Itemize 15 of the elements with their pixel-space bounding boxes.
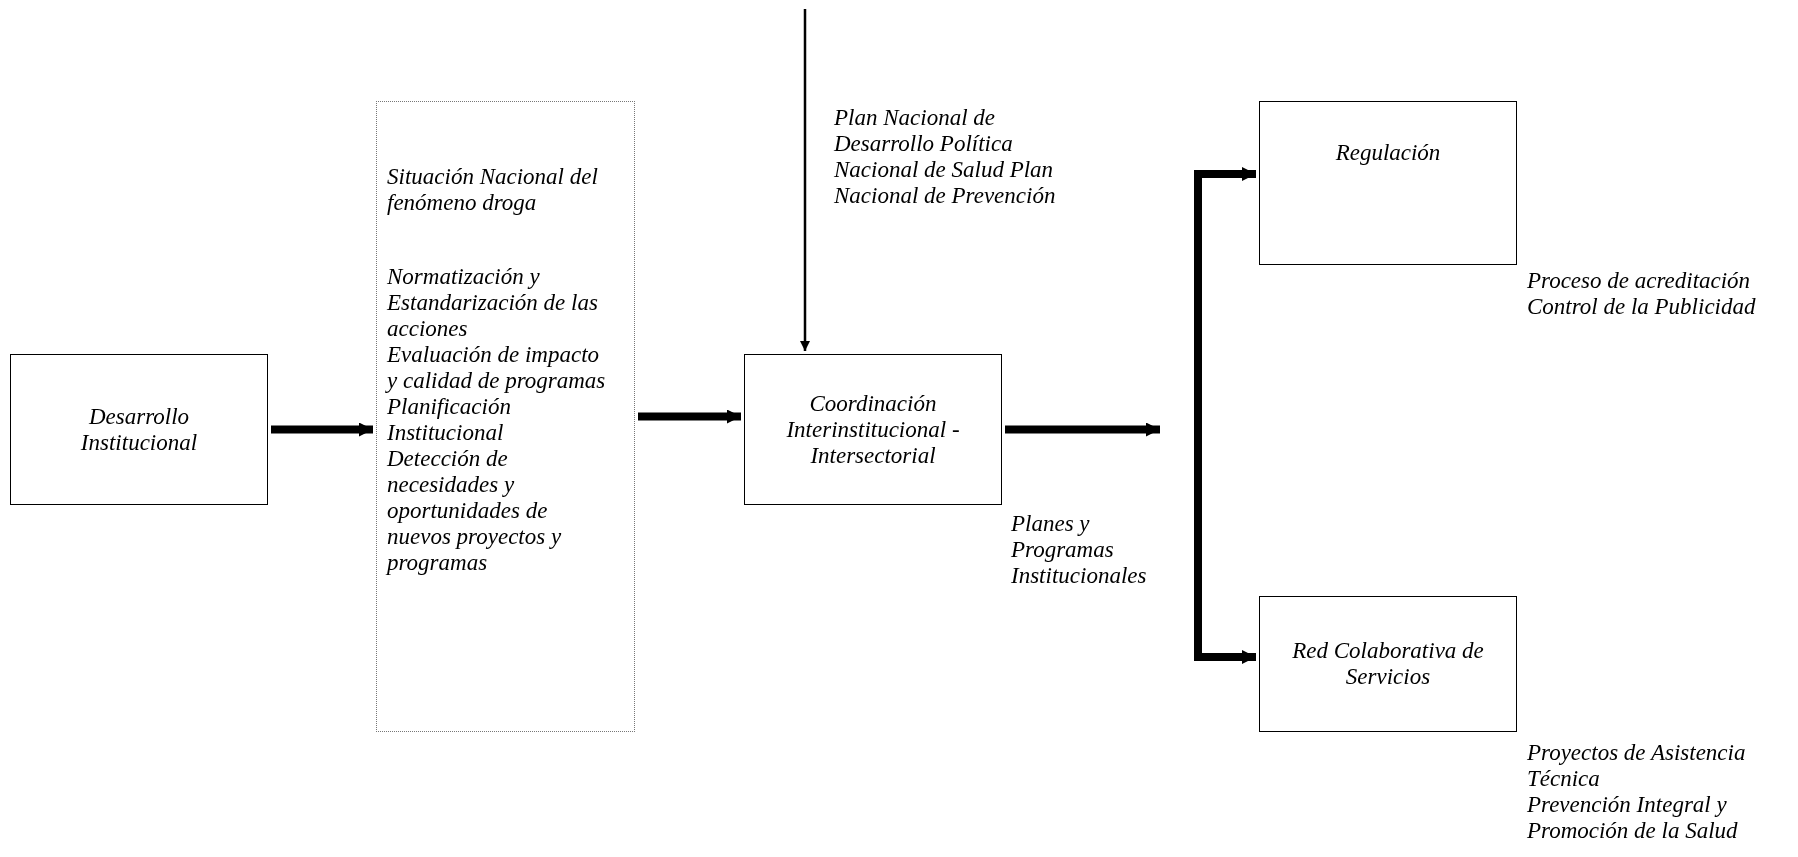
box-label: Regulación bbox=[1335, 140, 1441, 166]
process-box bbox=[1259, 101, 1517, 265]
box-label: Red Colaborativa de Servicios bbox=[1291, 638, 1485, 690]
process-box bbox=[1259, 596, 1517, 732]
item-text: Evaluación de impacto y calidad de programas bbox=[387, 342, 607, 394]
dotted-panel bbox=[376, 101, 635, 732]
item-text: Situación Nacional del fenómeno droga bbox=[387, 164, 599, 216]
item-text: Normatización y Estandarización de las acciones bbox=[387, 264, 599, 342]
item-text: Planificación Institucional bbox=[387, 394, 512, 446]
arrow bbox=[800, 9, 810, 351]
box-label: Coordinación Interinstitucional - Intersectorial bbox=[785, 390, 961, 469]
process-box bbox=[10, 354, 268, 505]
box-label: Desarrollo Institucional bbox=[79, 403, 199, 456]
item-text: Detección de necesidades y oportunidades de nuevos proyectos y programas bbox=[387, 446, 563, 576]
process-box bbox=[744, 354, 1002, 505]
